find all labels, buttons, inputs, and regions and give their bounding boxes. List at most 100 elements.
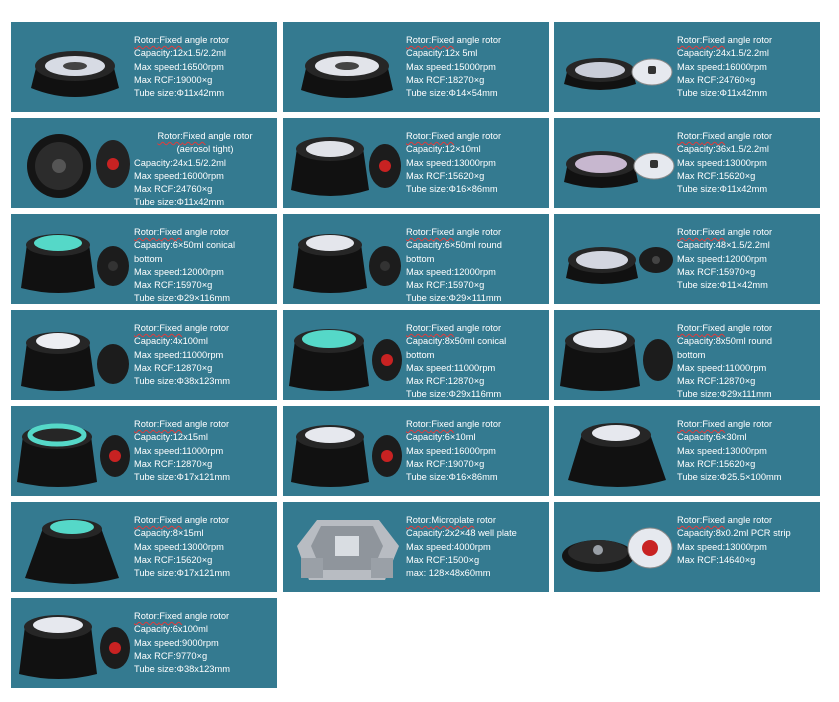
spec-line: Capacity:8x50ml conical bbox=[406, 336, 507, 347]
rotor-card: Rotor:Fixed angle rotor Capacity:36x1.5/… bbox=[554, 118, 820, 208]
rotor-card: Rotor:Fixed angle rotor (aerosol tight) … bbox=[11, 118, 277, 208]
rotor-image bbox=[15, 314, 135, 396]
rotor-card: Rotor:Fixed angle rotor Capacity:12x 5ml… bbox=[283, 22, 549, 112]
spec-line: bottom bbox=[406, 253, 435, 264]
spec-line: Max speed:13000rpm bbox=[677, 541, 767, 552]
spec-line: Max speed:13000rpm bbox=[677, 157, 767, 168]
spec-line: Max speed:16000rpm bbox=[677, 61, 767, 72]
rotor-card: Rotor:Fixed angle rotor Capacity:6×30ml … bbox=[554, 406, 820, 496]
spec-line: Capacity:12×10ml bbox=[406, 144, 481, 155]
rotor-card: Rotor:Fixed angle rotor Capacity:8x50ml … bbox=[554, 310, 820, 400]
spec-line: Capacity:6×50ml conical bbox=[134, 240, 236, 251]
spec-line: Max RCF:15620×g bbox=[677, 458, 756, 469]
rotor-image bbox=[15, 602, 135, 684]
spec-line: Capacity:36x1.5/2.2ml bbox=[677, 144, 769, 155]
spec-line: Max RCF:19070×g bbox=[406, 458, 485, 469]
rotor-image bbox=[558, 26, 678, 108]
spec-line: Max speed:13000rpm bbox=[134, 541, 224, 552]
rotor-card: Rotor:Fixed angle rotor Capacity:6×50ml … bbox=[283, 214, 549, 304]
spec-line: Tube size:Φ17x121mm bbox=[134, 472, 230, 483]
spec-line: Max speed:11000rpm bbox=[406, 362, 496, 373]
spec-line: Capacity:8x50ml round bbox=[677, 336, 773, 347]
spec-line: Tube size:Φ25.5×100mm bbox=[677, 472, 782, 483]
rotor-card: Rotor:Fixed angle rotor Capacity:8×15ml … bbox=[11, 502, 277, 592]
spec-line: Tube size:Φ11x42mm bbox=[134, 88, 225, 99]
rotor-6-tube-100ml-icon bbox=[19, 615, 130, 679]
spec-line: Max speed:11000rpm bbox=[134, 349, 224, 360]
rotor-card: Rotor:Fixed angle rotor Capacity:12×10ml… bbox=[283, 118, 549, 208]
spec-line: Max RCF:24760×g bbox=[677, 74, 756, 85]
spec-line: bottom bbox=[134, 253, 163, 264]
rotor-aerosol-tight-icon bbox=[27, 134, 130, 198]
rotor-pcr-strip-icon bbox=[562, 527, 673, 572]
rotor-12-tube-lid-icon bbox=[291, 137, 401, 196]
rotor-8-conical-icon bbox=[289, 329, 402, 391]
spec-line: bottom bbox=[406, 349, 435, 360]
spec-line: Max speed:15000rpm bbox=[406, 61, 496, 72]
spec-line: Tube size:Φ38x123mm bbox=[134, 376, 230, 387]
spec-line: Tube size:Φ29×111mm bbox=[406, 293, 502, 304]
spec-line: Tube size:Φ11x42mm bbox=[134, 197, 225, 208]
spec-line: bottom bbox=[677, 349, 706, 360]
rotor-image bbox=[558, 314, 678, 396]
spec-line: Max RCF:12870×g bbox=[677, 376, 756, 387]
spec-line: Max speed:11000rpm bbox=[677, 362, 767, 373]
spec-line: Capacity:6×10ml bbox=[406, 432, 476, 443]
rotor-image bbox=[287, 122, 407, 204]
spec-line: (aerosol tight) bbox=[176, 144, 234, 155]
spec-line: Max RCF:15620×g bbox=[134, 554, 213, 565]
rotor-image bbox=[287, 218, 407, 300]
rotor-image bbox=[558, 410, 678, 492]
rotor-image bbox=[15, 410, 135, 492]
spec-line: Max speed:12000rpm bbox=[677, 253, 767, 264]
rotor-card: Rotor:Fixed angle rotor Capacity:8x50ml … bbox=[283, 310, 549, 400]
spec-line: Tube size:Φ11x42mm bbox=[677, 184, 768, 195]
spec-line: Capacity:12x1.5/2.2ml bbox=[134, 48, 226, 59]
rotor-24-tube-icon bbox=[31, 51, 119, 97]
rotor-36-tube-lid-icon bbox=[564, 151, 675, 188]
spec-line: Tube size:Φ29×116mm bbox=[134, 293, 231, 304]
spec-line: Tube size:Φ16×86mm bbox=[406, 184, 498, 195]
spec-line: Max RCF:24760×g bbox=[134, 184, 213, 195]
spec-line: Capacity:48×1.5/2.2ml bbox=[677, 240, 770, 251]
spec-line: Max RCF:15620×g bbox=[406, 170, 485, 181]
rotor-24-tube-lid-icon bbox=[564, 58, 673, 90]
spec-line: Max RCF:19000×g bbox=[134, 74, 213, 85]
spec-line: Tube size:Φ14×54mm bbox=[406, 88, 498, 99]
rotor-card: Rotor:Fixed angle rotor Capacity:12x1.5/… bbox=[11, 22, 277, 112]
spec-line: Max RCF:9770×g bbox=[134, 650, 208, 661]
rotor-8-tube-15ml-icon bbox=[25, 519, 119, 584]
spec-line: Tube size:Φ11x42mm bbox=[677, 88, 768, 99]
rotor-image bbox=[15, 122, 135, 204]
spec-line: Tube size:Φ16×86mm bbox=[406, 472, 498, 483]
spec-line: Max RCF:15970×g bbox=[677, 266, 756, 277]
spec-line: Max RCF:12870×g bbox=[134, 362, 213, 373]
rotor-6-tube-30ml-icon bbox=[568, 423, 666, 487]
spec-line: Max RCF:15970×g bbox=[134, 280, 213, 291]
spec-line: Max RCF:12870×g bbox=[134, 458, 213, 469]
rotor-card: Rotor:Fixed angle rotor Capacity:24x1.5/… bbox=[554, 22, 820, 112]
spec-line: Max RCF:12870×g bbox=[406, 376, 485, 387]
rotor-conical-50ml-icon bbox=[21, 234, 129, 293]
spec-line: max: 128×48x60mm bbox=[406, 568, 491, 579]
rotor-card: Rotor:Fixed angle rotor Capacity:4x100ml… bbox=[11, 310, 277, 400]
rotor-48-tube-icon bbox=[566, 247, 673, 284]
rotor-card: Rotor:Fixed angle rotor Capacity:12x15ml… bbox=[11, 406, 277, 496]
rotor-card: Rotor:Fixed angle rotor Capacity:6x100ml… bbox=[11, 598, 277, 688]
spec-line: Tube size:Φ29x116mm bbox=[406, 389, 502, 400]
spec-line: Max RCF:1500×g bbox=[406, 554, 480, 565]
rotor-8-round-icon bbox=[560, 329, 673, 391]
spec-line: Capacity:24x1.5/2.2ml bbox=[134, 157, 226, 168]
rotor-card: Rotor:Fixed angle rotor Capacity:48×1.5/… bbox=[554, 214, 820, 304]
spec-line: Max speed:12000rpm bbox=[134, 266, 224, 277]
spec-line: Max RCF:15620×g bbox=[677, 170, 756, 181]
spec-line: Max speed:16000rpm bbox=[406, 445, 496, 456]
spec-line: Max speed:11000rpm bbox=[134, 445, 224, 456]
rotor-card: Rotor:Fixed angle rotor Capacity:8x0.2ml… bbox=[554, 502, 820, 592]
spec-line: Capacity:4x100ml bbox=[134, 336, 208, 347]
rotor-12-tube-icon bbox=[301, 51, 393, 98]
spec-line: Max speed:13000rpm bbox=[677, 445, 767, 456]
spec-line: Tube size:Φ17x121mm bbox=[134, 568, 230, 579]
rotor-image bbox=[287, 314, 407, 396]
rotor-round-50ml-icon bbox=[293, 234, 401, 293]
